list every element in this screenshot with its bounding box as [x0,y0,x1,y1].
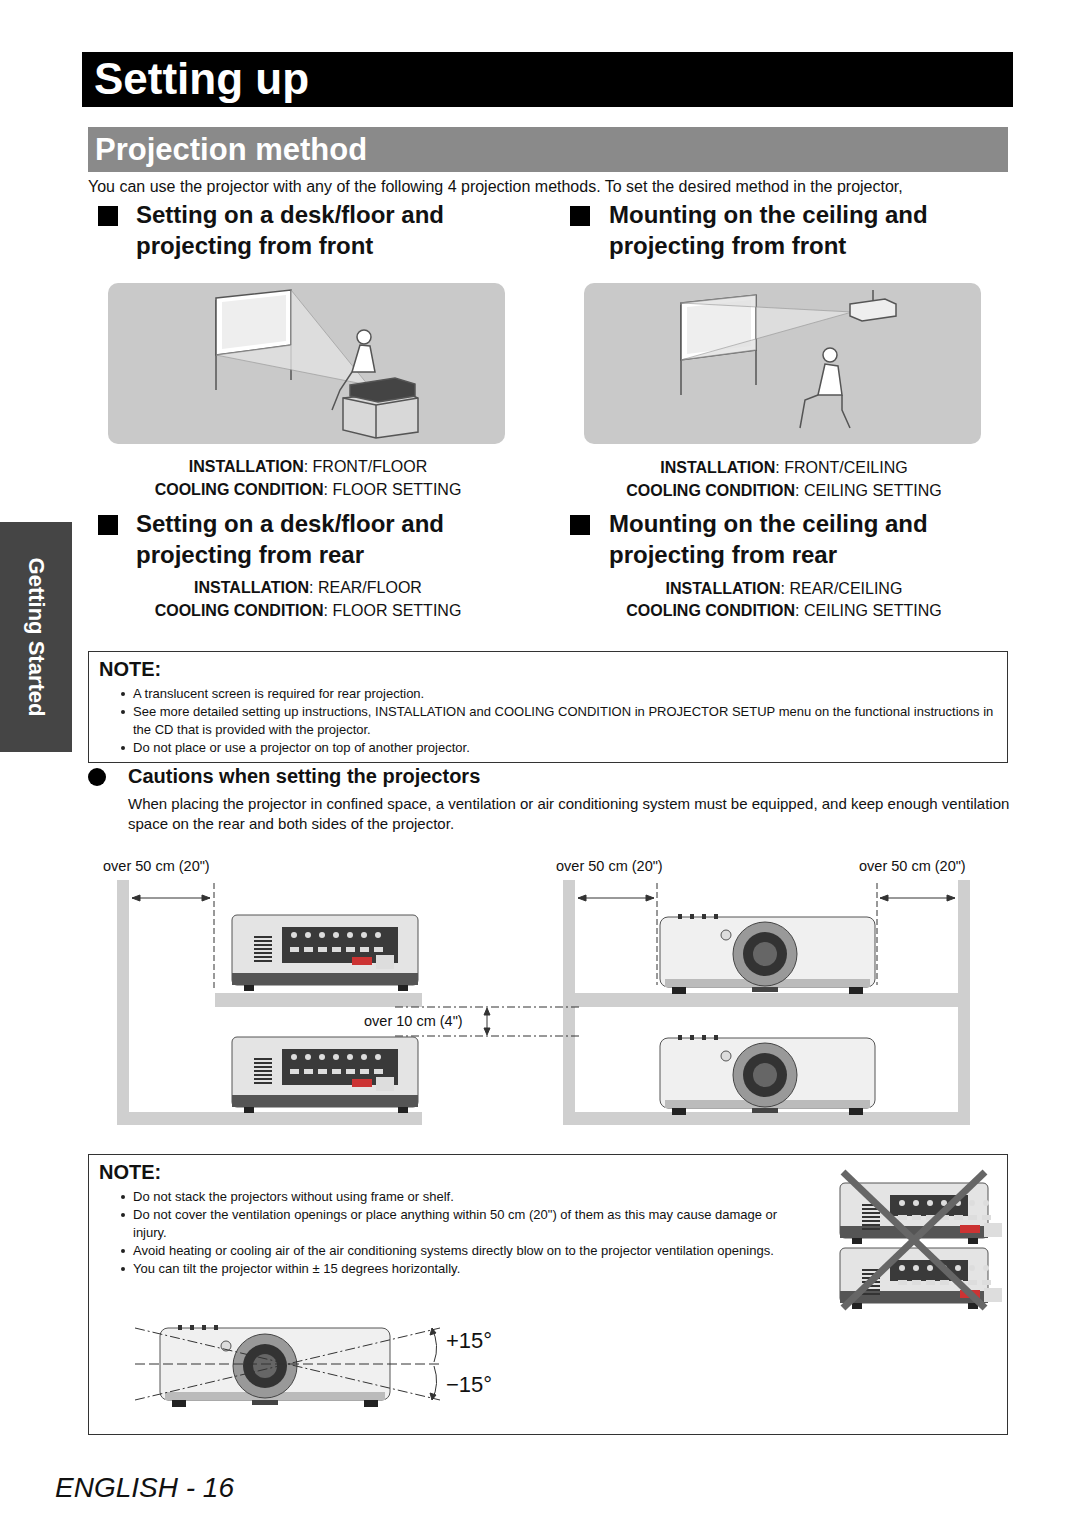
dimension-label: over 50 cm (20") [556,857,716,875]
note-item: Do not cover the ventilation openings or… [119,1206,809,1242]
angle-label: +15° [446,1327,506,1355]
caution-heading: Cautions when setting the projectors [128,764,828,789]
setting-value: COOLING CONDITION: FLOOR SETTING [108,601,508,621]
setting-value: COOLING CONDITION: FLOOR SETTING [108,480,508,500]
floor-scene [216,290,418,438]
note-item: Avoid heating or cooling air of the air … [119,1242,809,1260]
note-item: A translucent screen is required for rea… [119,685,1009,703]
scene-panel [108,283,505,444]
tilt-diagram [135,1328,440,1400]
note-item: Do not stack the projectors without usin… [119,1188,809,1206]
forbidden-stack [843,1172,985,1308]
method-heading: Mounting on the ceiling and projecting f… [609,199,1029,261]
note-heading: NOTE: [99,1160,997,1184]
section-heading: Projection method [88,127,1008,172]
heading-marker [98,206,118,226]
projector-side [232,1037,418,1113]
setting-value: COOLING CONDITION: CEILING SETTING [584,481,984,501]
setting-value: INSTALLATION: FRONT/CEILING [584,458,984,478]
page-title: Setting up [94,53,309,105]
ceiling-scene [681,290,896,428]
scene-panel [584,283,981,444]
projector-drawings [160,914,1002,1407]
page-number: ENGLISH - 16 [55,1470,355,1505]
note-item: Do not place or use a projector on top o… [119,739,1009,757]
note-item: See more detailed setting up instruction… [119,703,1009,739]
projector-front [160,1325,390,1407]
heading-marker [570,206,590,226]
setting-value: INSTALLATION: FRONT/FLOOR [108,457,508,477]
dimension-label: over 50 cm (20") [859,857,1019,875]
method-heading: Setting on a desk/floor and projecting f… [136,508,536,570]
setting-value: INSTALLATION: REAR/CEILING [584,579,984,599]
setting-value: INSTALLATION: REAR/FLOOR [108,578,508,598]
note-heading: NOTE: [99,657,997,681]
intro-text: You can use the projector with any of th… [88,177,1048,197]
note-box: NOTE: Do not stack the projectors without… [88,1154,1008,1435]
tab-label: Getting Started [23,558,49,717]
heading-marker [98,515,118,535]
side-tab: Getting Started [0,522,72,752]
title-band [82,52,1013,107]
note-box: NOTE: A translucent screen is required fo… [88,651,1008,763]
dimension-lines [132,883,955,1036]
note-item: You can tilt the projector within ± 15 d… [119,1260,809,1278]
angle-label: −15° [446,1371,506,1399]
projector-front [660,1035,875,1115]
caution-marker [88,768,106,786]
projector-side [232,915,418,991]
projector-front [660,914,875,994]
section-band: Projection method [88,127,1008,172]
shelf-frame [117,880,970,1125]
dimension-label: over 50 cm (20") [103,857,263,875]
dimension-label: over 10 cm (4") [364,1012,480,1030]
method-heading: Setting on a desk/floor and projecting f… [136,199,536,261]
caution-text: When placing the projector in confined s… [128,794,1013,834]
heading-marker [570,515,590,535]
setting-value: COOLING CONDITION: CEILING SETTING [584,601,984,621]
method-heading: Mounting on the ceiling and projecting f… [609,508,1029,570]
